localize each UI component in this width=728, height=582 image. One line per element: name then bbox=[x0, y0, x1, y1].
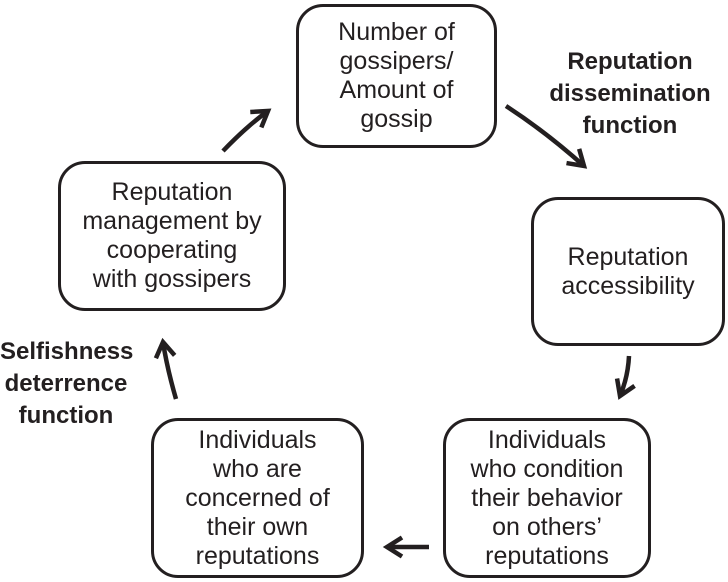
node-reputation-management-label: Reputation management by cooperating wit… bbox=[82, 178, 262, 293]
node-number-of-gossipers-label: Number of gossipers/ Amount of gossip bbox=[338, 18, 455, 133]
node-individuals-concerned-reputations: Individuals who are concerned of their o… bbox=[151, 418, 364, 578]
node-individuals-condition-behavior: Individuals who condition their behavior… bbox=[443, 418, 651, 578]
edge-label-reputation-dissemination: Reputation dissemination function bbox=[549, 48, 711, 139]
node-number-of-gossipers: Number of gossipers/ Amount of gossip bbox=[296, 4, 497, 148]
node-reputation-accessibility: Reputation accessibility bbox=[531, 197, 725, 346]
node-reputation-accessibility-label: Reputation accessibility bbox=[561, 242, 695, 300]
node-individuals-concerned-reputations-label: Individuals who are concerned of their o… bbox=[185, 425, 330, 570]
arrow-bottomleft-to-upperleft-icon bbox=[153, 337, 179, 400]
arrow-right-to-bottomright-icon bbox=[614, 355, 636, 400]
edge-label-selfishness-deterrence: Selfishness deterrence function bbox=[0, 338, 134, 429]
node-individuals-condition-behavior-label: Individuals who condition their behavior… bbox=[470, 425, 624, 570]
arrow-upperleft-to-top-icon bbox=[221, 108, 272, 153]
node-reputation-management: Reputation management by cooperating wit… bbox=[58, 161, 286, 311]
